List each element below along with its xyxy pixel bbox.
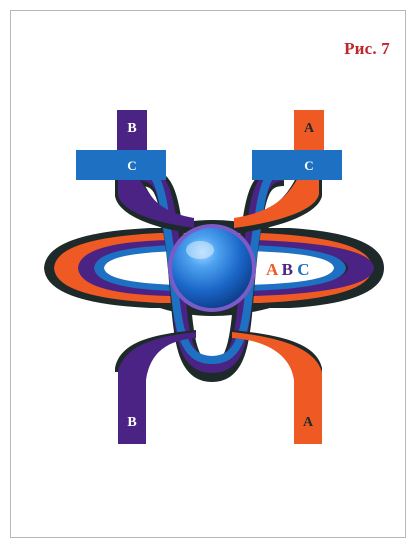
label-abc-c: C bbox=[297, 260, 309, 279]
sphere-body bbox=[172, 228, 252, 308]
label-c-right: C bbox=[304, 158, 313, 173]
top-right-arm bbox=[232, 110, 342, 234]
label-abc-b: B bbox=[282, 260, 293, 279]
label-abc: A B C bbox=[266, 260, 309, 279]
label-c-left: C bbox=[127, 158, 136, 173]
bar-c-right bbox=[252, 150, 342, 180]
sphere-highlight bbox=[186, 241, 214, 259]
label-b-bottom: B bbox=[127, 415, 136, 430]
label-a-top: A bbox=[304, 121, 315, 136]
bar-c-left bbox=[76, 150, 166, 180]
central-sphere bbox=[168, 224, 256, 312]
label-b-top: B bbox=[127, 121, 136, 136]
label-a-bottom: A bbox=[303, 415, 314, 430]
label-abc-a: A bbox=[266, 260, 279, 279]
